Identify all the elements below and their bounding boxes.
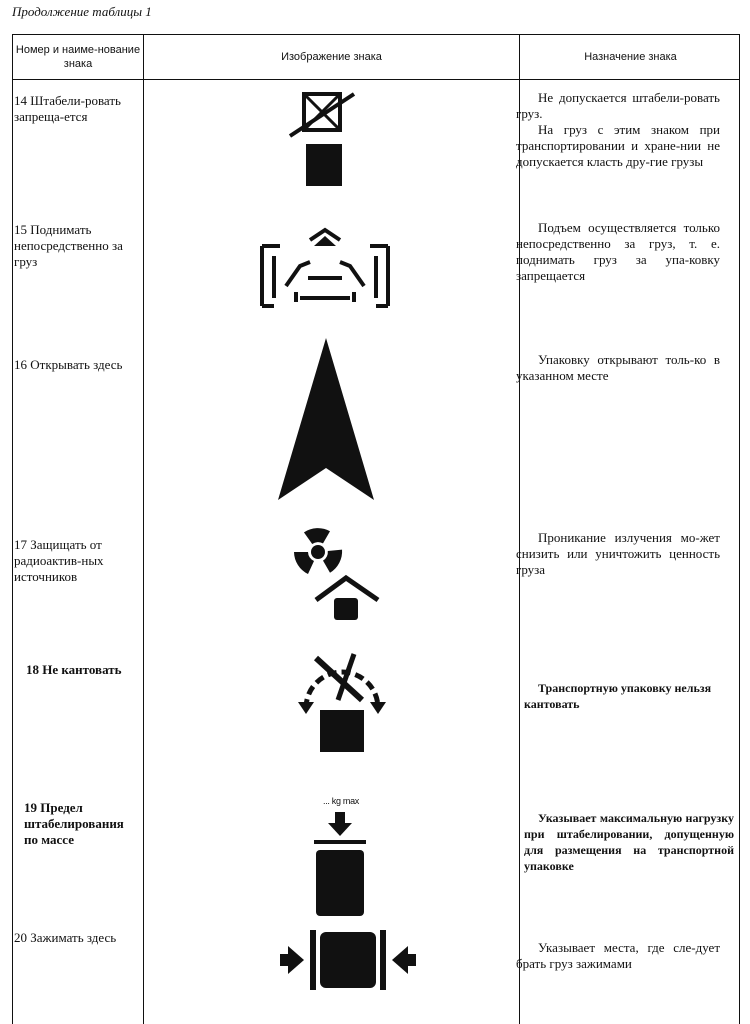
header-divider — [13, 79, 739, 80]
row-15-desc: Подъем осуществляется только непосредств… — [516, 220, 720, 284]
row-17-desc: Проникание излучения мо-жет снизить или … — [516, 530, 720, 578]
row-18-desc: Транспортную упаковку нельзя кантовать — [524, 680, 728, 712]
row-19-name: 19 Предел штабелирования по массе — [24, 800, 124, 847]
row-16-name: 16 Открывать здесь — [14, 357, 123, 372]
clamp-here-icon — [280, 930, 416, 990]
row-15-name: 15 Поднимать непосредственно за груз — [14, 222, 123, 269]
no-stacking-icon — [288, 92, 356, 186]
row-14-desc-p2: На груз с этим знаком при транспортирова… — [516, 122, 720, 169]
kg-max-label: ... kg max — [323, 796, 360, 806]
radiation-protect-icon — [294, 528, 380, 620]
column-divider — [519, 35, 520, 1024]
header-image: Изображение знака — [281, 51, 382, 63]
row-14-desc-p1: Не допускается штабели-ровать груз. — [516, 90, 720, 121]
row-20-desc-p1: Указывает места, где сле-дует брать груз… — [516, 940, 720, 971]
row-14-name: 14 Штабели-ровать запреща-ется — [14, 93, 121, 124]
row-16-desc: Упаковку открывают толь-ко в указанном м… — [516, 352, 720, 384]
header-name: Номер и наиме-нование знака — [15, 44, 141, 70]
table-caption: Продолжение таблицы 1 — [12, 4, 152, 19]
row-20-name: 20 Зажимать здесь — [14, 930, 117, 945]
row-17-desc-p1: Проникание излучения мо-жет снизить или … — [516, 530, 720, 577]
lift-by-load-icon — [260, 227, 390, 308]
signs-table: Номер и наиме-нование знака Изображение … — [12, 34, 740, 1024]
row-19-desc-p1: Указывает максимальную нагрузку при штаб… — [524, 811, 734, 873]
header-purpose: Назначение знака — [584, 51, 677, 63]
row-15-desc-p1: Подъем осуществляется только непосредств… — [516, 220, 720, 283]
column-divider — [143, 35, 144, 1024]
open-here-arrow-icon — [278, 338, 374, 500]
row-14-desc: Не допускается штабели-ровать груз. На г… — [516, 90, 720, 170]
row-18-name: 18 Не кантовать — [26, 662, 122, 677]
stacking-mass-limit-icon — [314, 812, 366, 916]
row-18-desc-p1: Транспортную упаковку нельзя кантовать — [524, 681, 712, 711]
row-16-desc-p1: Упаковку открывают толь-ко в указанном м… — [516, 352, 720, 383]
do-not-tilt-icon — [298, 653, 386, 752]
row-20-desc: Указывает места, где сле-дует брать груз… — [516, 940, 720, 972]
row-19-desc: Указывает максимальную нагрузку при штаб… — [524, 810, 734, 874]
row-17-name: 17 Защищать от радиоактив-ных источников — [14, 537, 104, 584]
